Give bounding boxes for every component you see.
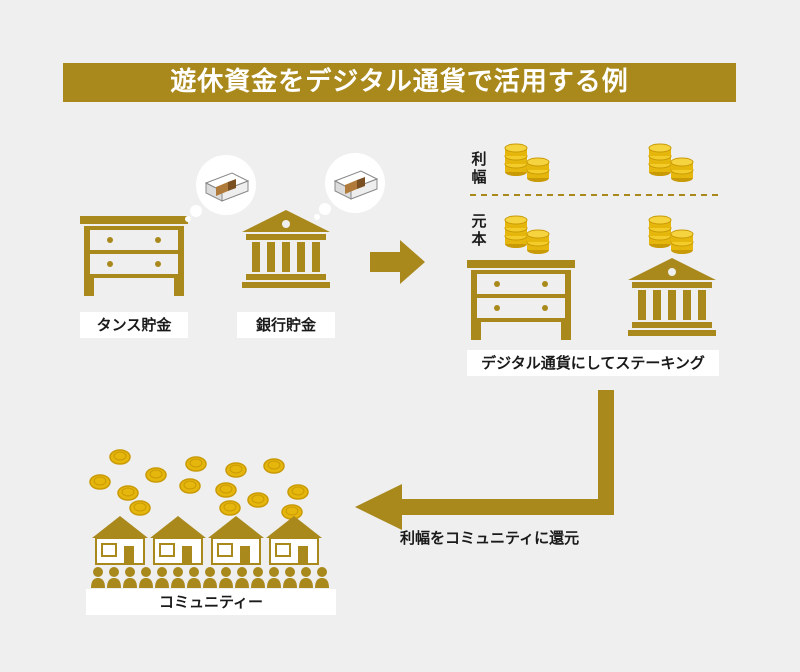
label-staking: デジタル通貨にしてステーキング	[467, 350, 719, 376]
arrow-icon	[370, 240, 425, 284]
coins-cluster	[89, 449, 309, 520]
label-community: コミュニティー	[86, 589, 336, 615]
house-icon	[207, 515, 265, 565]
house-icon	[149, 515, 207, 565]
drawer-chest-icon	[80, 216, 188, 296]
bank-building-icon	[242, 210, 330, 288]
coin-stack-icon	[504, 143, 550, 183]
coin-stack-icon	[504, 215, 550, 255]
money-bundle-icon	[313, 152, 386, 221]
coin-stack-icon	[648, 215, 694, 255]
label-return: 利幅をコミュニティに還元	[400, 529, 580, 547]
label-bank: 銀行貯金	[237, 312, 335, 338]
coin-stack-icon	[648, 143, 694, 183]
label-principal: 元本	[471, 212, 487, 248]
bank-building-icon	[628, 258, 716, 336]
house-icon	[265, 515, 323, 565]
money-bundle-icon	[184, 154, 257, 223]
return-arrow-icon	[355, 390, 614, 530]
drawer-chest-icon	[467, 260, 575, 340]
label-profit: 利幅	[471, 150, 487, 186]
people-row	[91, 567, 329, 588]
house-icon	[91, 515, 149, 565]
page-title: 遊休資金をデジタル通貨で活用する例	[63, 63, 736, 102]
label-tansu: タンス貯金	[80, 312, 188, 338]
